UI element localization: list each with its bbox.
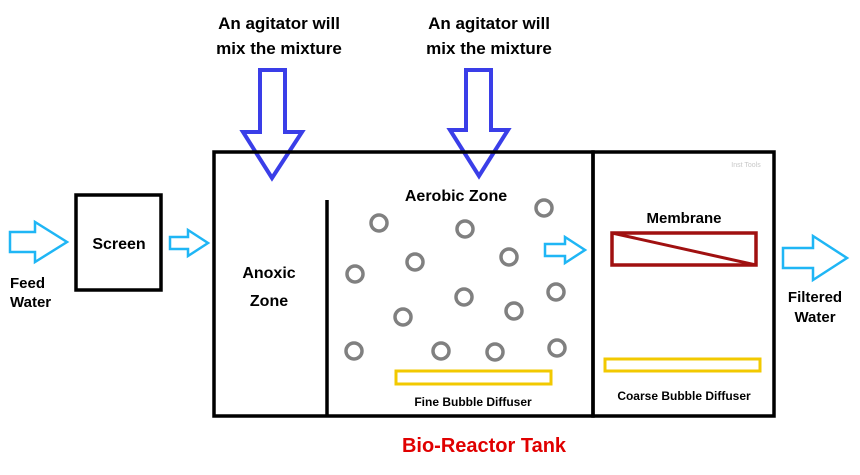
membrane-module <box>610 231 758 267</box>
bubble-icon <box>454 287 474 307</box>
bubble-icon <box>499 247 519 267</box>
bubble-icon <box>344 341 364 361</box>
agitator-right-label-line1: An agitator will <box>428 14 550 33</box>
coarse-bubble-diffuser <box>603 357 762 373</box>
agitator-left-label-line2: mix the mixture <box>216 39 342 58</box>
fine-bubble-diffuser <box>394 369 553 386</box>
anoxic-zone-label-line1: Anoxic <box>242 265 295 282</box>
fine-bubble-diffuser-label: Fine Bubble Diffuser <box>414 395 532 409</box>
screen-label: Screen <box>92 236 145 253</box>
bubble-icon <box>485 342 505 362</box>
feed-water-arrow-icon <box>8 219 70 265</box>
screen-to-tank-arrow-icon <box>168 227 211 259</box>
feed-water-label-line2: Water <box>10 294 51 311</box>
filtered-water-label-line1: Filtered <box>788 289 842 306</box>
bubble-icon <box>405 252 425 272</box>
aerobic-to-membrane-arrow-icon <box>543 234 588 266</box>
tank-title: Bio-Reactor Tank <box>402 435 567 457</box>
air-bubbles <box>344 198 567 362</box>
feed-water-label-line1: Feed <box>10 275 45 292</box>
bubble-icon <box>546 282 566 302</box>
anoxic-zone-label-line2: Zone <box>250 293 288 310</box>
bubble-icon <box>455 219 475 239</box>
watermark: Inst Tools <box>731 162 761 169</box>
bubble-icon <box>369 213 389 233</box>
membrane-label: Membrane <box>646 210 721 227</box>
bubble-icon <box>504 301 524 321</box>
agitator-right-label-line2: mix the mixture <box>426 39 552 58</box>
screen-box <box>74 193 163 292</box>
coarse-bubble-diffuser-label: Coarse Bubble Diffuser <box>617 389 751 403</box>
aerobic-zone-label: Aerobic Zone <box>405 188 507 205</box>
filtered-water-label-line2: Water <box>794 309 835 326</box>
bubble-icon <box>393 307 413 327</box>
bubble-icon <box>345 264 365 284</box>
bubble-icon <box>534 198 554 218</box>
bio-reactor-tank <box>212 150 595 418</box>
agitator-right-arrow-icon <box>446 68 512 180</box>
filtered-water-arrow-icon <box>781 233 850 283</box>
agitator-left-label-line1: An agitator will <box>218 14 340 33</box>
bubble-icon <box>547 338 567 358</box>
agitator-left-arrow-icon <box>239 68 306 182</box>
membrane-tank <box>591 150 776 418</box>
bubble-icon <box>431 341 451 361</box>
